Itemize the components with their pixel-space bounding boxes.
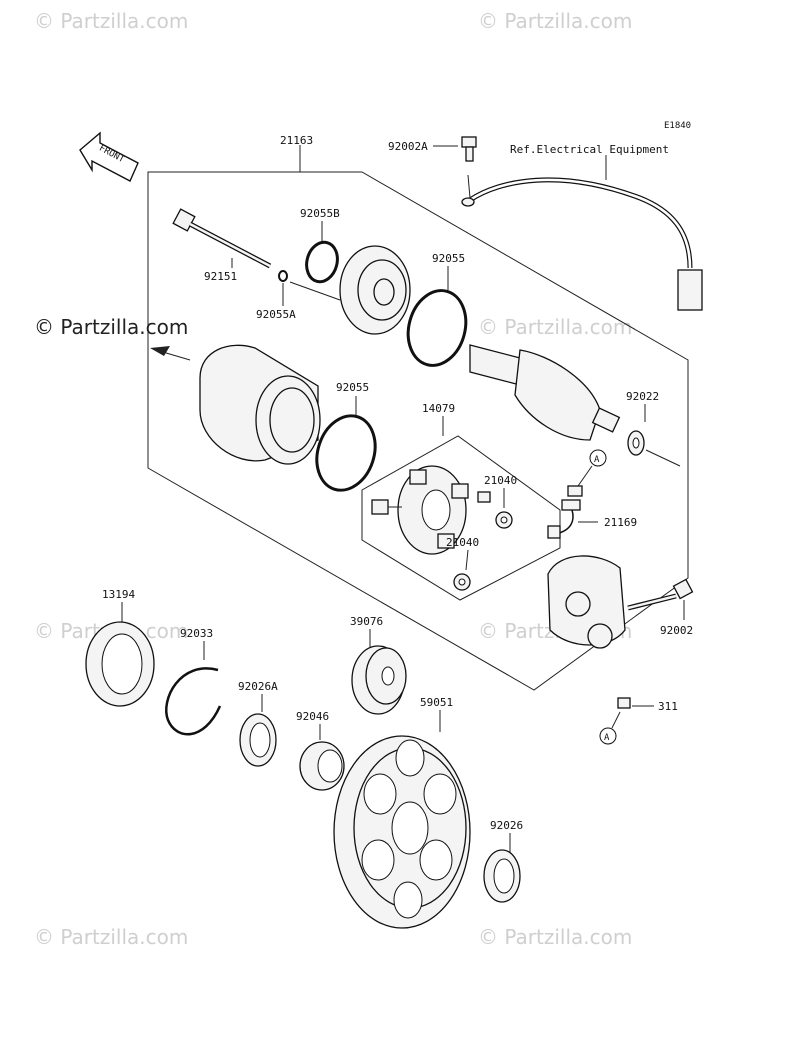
part-label-92046: 92046	[296, 710, 329, 723]
circlip-92033	[165, 667, 222, 736]
o-ring-92055-lower	[315, 414, 377, 492]
part-label-92002: 92002	[660, 624, 693, 637]
part-label-21040-upper: 21040	[484, 474, 517, 487]
brush-holder-outline	[361, 435, 561, 601]
o-ring-92055B	[305, 240, 339, 284]
watermark: © Partzilla.com	[34, 925, 188, 949]
terminal-311	[617, 697, 631, 709]
part-label-21163: 21163	[280, 134, 313, 147]
brush-holder	[371, 465, 491, 555]
part-label-92026: 92026	[490, 819, 523, 832]
part-label-21169: 21169	[604, 516, 637, 529]
part-label-92026A: 92026A	[238, 680, 278, 693]
ref-electrical-note: Ref.Electrical Equipment	[510, 143, 669, 156]
motor-yoke	[199, 344, 321, 465]
part-label-92055A: 92055A	[256, 308, 296, 321]
part-label-59051: 59051	[420, 696, 453, 709]
armature	[469, 344, 621, 441]
needle-bearing-92046	[299, 741, 345, 791]
rear-cover	[547, 555, 626, 649]
part-label-92002A: 92002A	[388, 140, 428, 153]
starter-cable	[461, 174, 703, 311]
watermark: © Partzilla.com	[478, 925, 632, 949]
bolt-92002A	[461, 136, 477, 162]
o-ring-92055-upper	[406, 289, 468, 367]
part-label-92055B: 92055B	[300, 207, 340, 220]
watermark: © Partzilla.com	[478, 315, 632, 339]
part-label-92055-upper: 92055	[432, 252, 465, 265]
part-label-92022: 92022	[626, 390, 659, 403]
bolt-92002	[627, 578, 694, 611]
watermark: © Partzilla.com	[478, 9, 632, 33]
part-label-92033: 92033	[180, 627, 213, 640]
marker-a-lower	[599, 727, 617, 745]
part-label-92055-lower: 92055	[336, 381, 369, 394]
idle-gear-39076	[351, 645, 407, 715]
front-arrow-icon: FRONT	[79, 131, 139, 182]
part-label-21040-lower: 21040	[446, 536, 479, 549]
driven-gear-59051	[333, 735, 471, 929]
part-label-39076: 39076	[350, 615, 383, 628]
watermark: © Partzilla.com	[34, 315, 188, 339]
assembly-outline	[147, 171, 689, 691]
part-label-92151: 92151	[204, 270, 237, 283]
marker-a-label: A	[594, 455, 600, 465]
through-bolt-92151	[172, 208, 272, 269]
diagram-code: E1840	[664, 121, 691, 131]
terminal-21169	[547, 485, 583, 539]
watermark: © Partzilla.com	[34, 9, 188, 33]
part-label-311: 311	[658, 700, 678, 713]
marker-a-upper	[589, 449, 607, 467]
part-label-14079: 14079	[422, 402, 455, 415]
part-label-13194: 13194	[102, 588, 135, 601]
starter-clutch-13194	[85, 621, 155, 707]
front-cover	[339, 245, 411, 335]
marker-a-label: A	[604, 733, 610, 743]
o-ring-92055A	[278, 270, 288, 282]
